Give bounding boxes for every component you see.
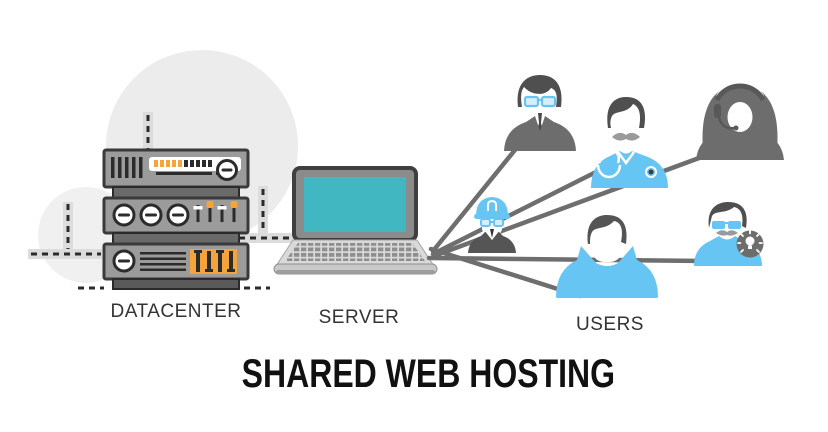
- page-title: SHARED WEB HOSTING: [241, 352, 615, 396]
- headset-icon: [714, 82, 766, 131]
- casual-man-user-icon: [556, 215, 658, 298]
- doctor-user-icon: [591, 97, 668, 188]
- businessman-user-icon: [504, 75, 576, 151]
- dashed-connector-lines: [28, 112, 299, 290]
- laptop-screen: [304, 177, 406, 232]
- sunglasses-icon: [712, 221, 741, 229]
- stethoscope-icon: [596, 150, 657, 179]
- lightbulb-badge-icon: [736, 230, 764, 258]
- laptop-keyboard: [285, 243, 425, 261]
- sunglasses-man-user-icon: [694, 202, 764, 266]
- laptop-icon: [273, 166, 438, 275]
- construction-worker-user-icon: [468, 197, 516, 253]
- slider-switches: [193, 201, 238, 222]
- datacenter-label: DATACENTER: [110, 301, 242, 322]
- hard-hat-icon: [474, 197, 510, 219]
- headset-woman-user-icon: [696, 82, 784, 160]
- server-label: SERVER: [318, 307, 400, 328]
- users-label: USERS: [576, 314, 644, 335]
- glasses-icon: [523, 95, 557, 108]
- server-rack-icon: [102, 148, 250, 290]
- glasses-icon: [480, 218, 504, 227]
